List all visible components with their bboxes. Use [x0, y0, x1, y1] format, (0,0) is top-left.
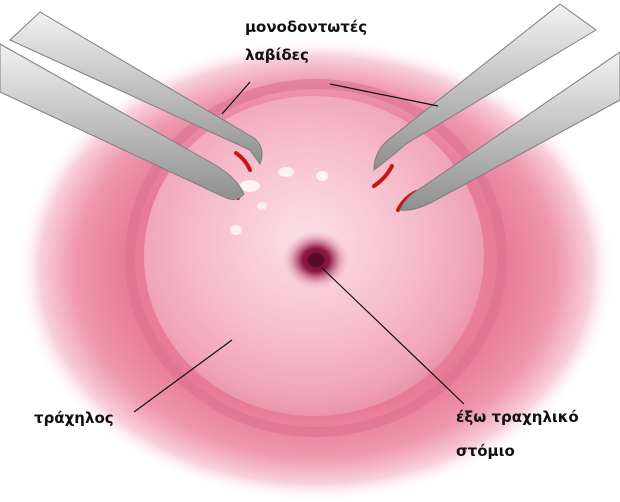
highlight	[316, 171, 328, 181]
external-os-center	[308, 253, 324, 267]
label-forceps: μονοδοντωτές λαβίδες	[245, 16, 367, 66]
highlight	[240, 180, 260, 192]
label-external-os-line1: έξω τραχηλικό	[456, 406, 579, 428]
label-forceps-line1: μονοδοντωτές	[245, 16, 367, 38]
highlight	[230, 225, 242, 235]
label-cervix: τράχηλος	[34, 407, 114, 429]
label-forceps-line2: λαβίδες	[245, 44, 367, 66]
label-external-os-line2: στόμιο	[456, 440, 579, 462]
highlight	[278, 167, 294, 177]
highlight	[257, 202, 267, 210]
label-external-os: έξω τραχηλικό στόμιο	[456, 406, 579, 462]
